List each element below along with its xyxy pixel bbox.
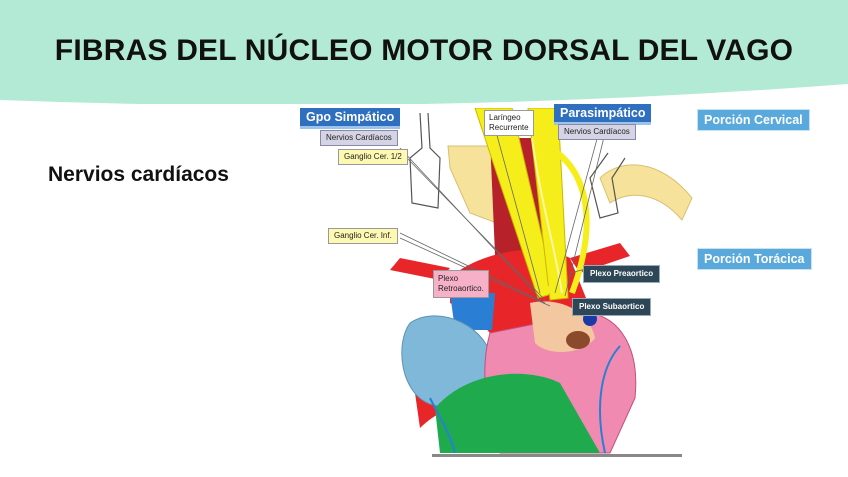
- laringeo-recurrente-label: Laríngeo Recurrente: [484, 110, 534, 136]
- porcion-cervical-label: Porción Cervical: [697, 109, 810, 131]
- ganglio-cer-12-label: Ganglio Cer. 1/2: [338, 149, 408, 165]
- gpo-simpatico-label: Gpo Simpático: [300, 108, 401, 129]
- coronary-1: [599, 345, 621, 454]
- base-line: [432, 454, 682, 457]
- parasimpatico-label: Parasimpático: [554, 104, 652, 125]
- coronary-2: [429, 397, 456, 454]
- subclavian-band: [599, 164, 693, 221]
- nervios-cardiacos-left: Nervios Cardíacos: [320, 130, 398, 146]
- plexo-preaortico-label: Plexo Preaortico: [583, 265, 661, 283]
- left-outline: [409, 112, 441, 209]
- plexo-retro-line-2: Retroaortico.: [438, 284, 484, 293]
- lead-lines: [399, 127, 606, 307]
- laringeo-line-2: Recurrente: [489, 123, 529, 132]
- plexo-subaortico-label: Plexo Subaortico: [572, 298, 652, 316]
- vena-cava: [450, 293, 495, 330]
- plexo-retroaortico-label: Plexo Retroaortico.: [433, 270, 489, 298]
- plexo-retro-line-1: Plexo: [438, 274, 459, 283]
- page-title: FIBRAS DEL NÚCLEO MOTOR DORSAL DEL VAGO: [54, 34, 794, 67]
- header-band: [0, 0, 848, 104]
- laringeo-line-1: Laríngeo: [489, 113, 521, 122]
- ganglio-cer-inf-label: Ganglio Cer. Inf.: [328, 228, 398, 244]
- nervios-cardiacos-right: Nervios Cardíacos: [558, 124, 636, 140]
- vagus-cardiac-nerves-diagram: Gpo Simpático Parasimpático Nervios Card…: [300, 104, 820, 460]
- right-outline: [589, 152, 626, 219]
- ventricle: [435, 373, 600, 453]
- porcion-toracica-label: Porción Torácica: [697, 248, 812, 270]
- nerve-branch-1: [548, 145, 590, 295]
- section-subtitle: Nervios cardíacos: [48, 163, 229, 186]
- brown-vessel: [566, 331, 590, 349]
